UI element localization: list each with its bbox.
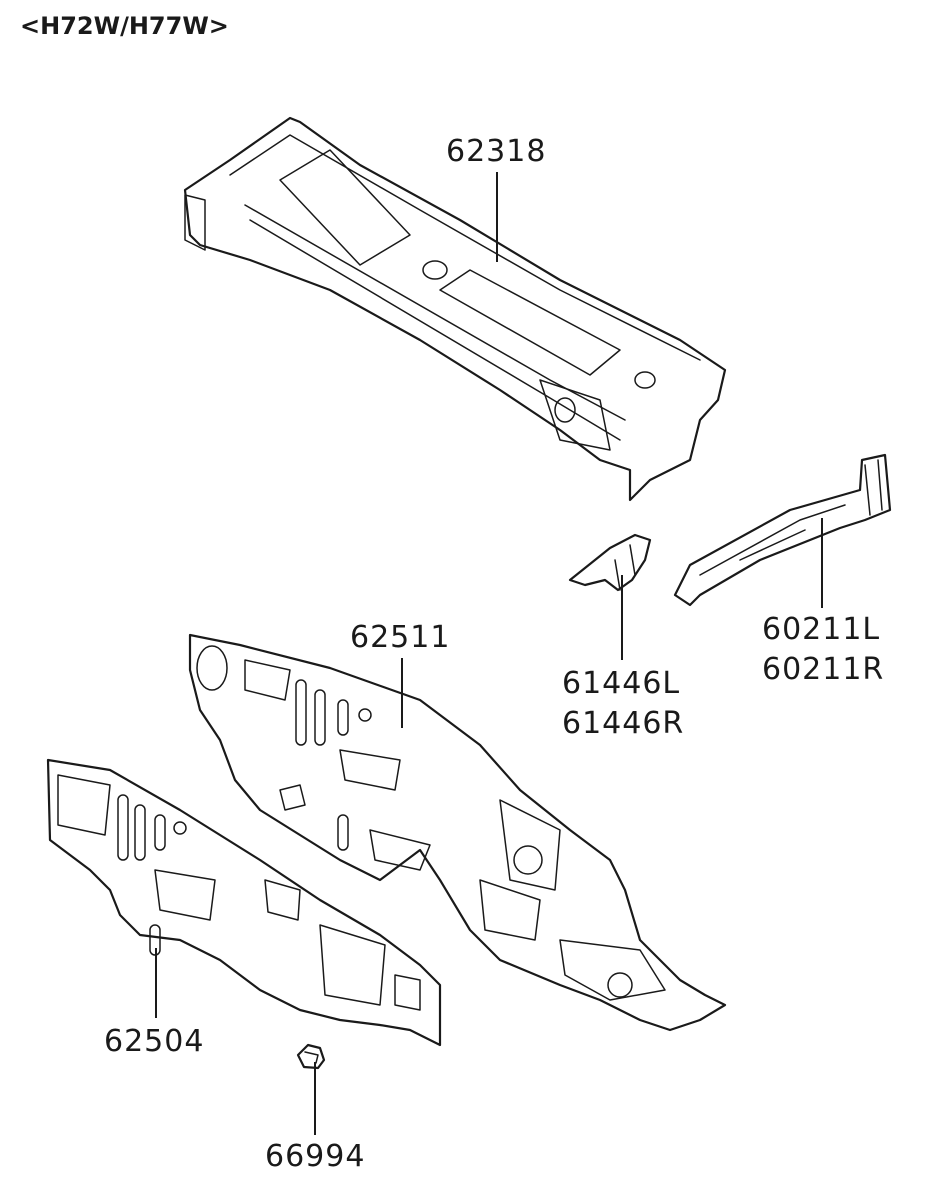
part-number-61446l[interactable]: 61446L <box>562 666 681 701</box>
part-number-60211l[interactable]: 60211L <box>762 612 881 647</box>
dash-panel-62511[interactable] <box>188 633 727 1032</box>
bracket-61446[interactable] <box>568 533 652 592</box>
part-number-62318[interactable]: 62318 <box>446 134 547 169</box>
part-number-62504[interactable]: 62504 <box>104 1024 205 1059</box>
apron-member-60211[interactable] <box>673 453 892 607</box>
diagram-title: <H72W/H77W> <box>20 12 229 40</box>
part-number-62511[interactable]: 62511 <box>350 620 451 655</box>
part-number-60211r[interactable]: 60211R <box>762 652 885 687</box>
clip-66994[interactable] <box>296 1043 326 1070</box>
part-number-66994[interactable]: 66994 <box>265 1139 366 1174</box>
dash-insulator-62504[interactable] <box>46 758 442 1047</box>
cowl-top-panel-62318[interactable] <box>183 116 727 502</box>
part-number-61446r[interactable]: 61446R <box>562 706 685 741</box>
